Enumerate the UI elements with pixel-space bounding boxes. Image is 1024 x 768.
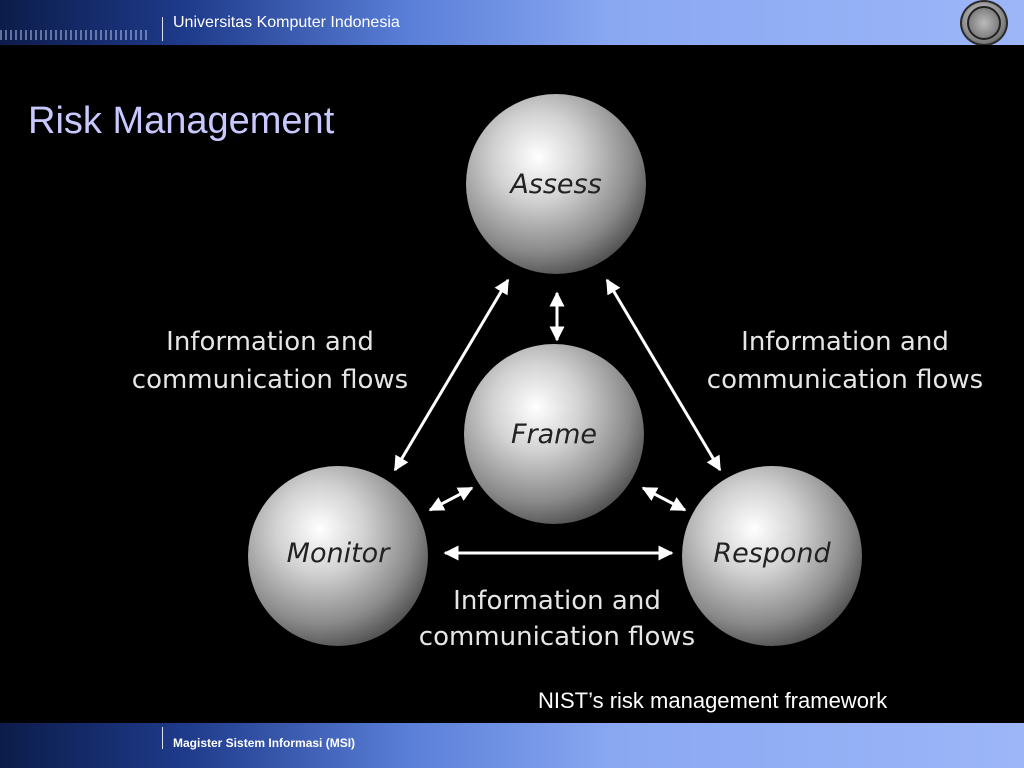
flow-right-line1: Information and bbox=[741, 327, 949, 357]
footer-bar: Magister Sistem Informasi (MSI) bbox=[0, 723, 1024, 768]
respond-label: Respond bbox=[713, 538, 831, 569]
frame-label: Frame bbox=[511, 419, 597, 450]
header-bar: Universitas Komputer Indonesia bbox=[0, 0, 1024, 45]
flow-left-line2: communication flows bbox=[132, 365, 408, 395]
figure-caption: NIST’s risk management framework bbox=[538, 688, 888, 713]
institution-name: Universitas Komputer Indonesia bbox=[173, 14, 400, 31]
slide-title: Risk Management bbox=[28, 100, 335, 142]
frame-node bbox=[464, 344, 644, 524]
monitor-node bbox=[248, 466, 428, 646]
header-decoration bbox=[0, 30, 150, 40]
header-separator bbox=[162, 17, 163, 41]
flow-right-line2: communication flows bbox=[707, 365, 983, 395]
program-name: Magister Sistem Informasi (MSI) bbox=[173, 736, 356, 750]
arrow-assess-respond bbox=[605, 278, 722, 472]
university-logo-icon bbox=[960, 0, 1008, 45]
assess-node bbox=[466, 94, 646, 274]
assess-label: Assess bbox=[508, 169, 601, 200]
footer-separator bbox=[162, 727, 163, 749]
arrow-assess-monitor bbox=[393, 278, 510, 472]
flow-bottom-line1: Information and bbox=[453, 586, 661, 616]
monitor-label: Monitor bbox=[287, 538, 392, 569]
arrow-frame-monitor bbox=[428, 486, 474, 512]
respond-node bbox=[682, 466, 862, 646]
flow-bottom-line2: communication flows bbox=[419, 622, 695, 652]
arrow-frame-respond bbox=[641, 486, 687, 512]
flow-left-line1: Information and bbox=[166, 327, 374, 357]
